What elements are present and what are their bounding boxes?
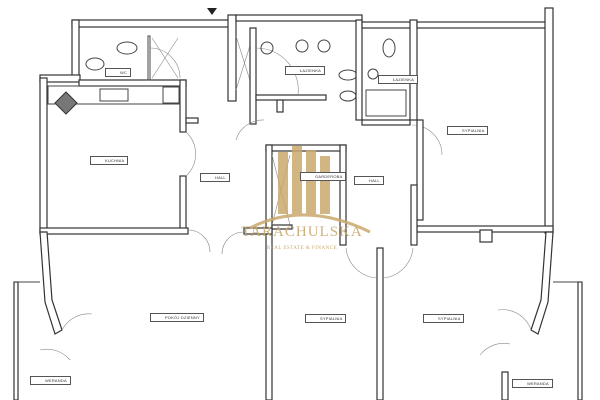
kitchen-counter: [47, 85, 181, 105]
washbasin-icon: [295, 39, 309, 53]
wall: [235, 14, 363, 22]
room-label-veranda-right: WERANDA: [512, 379, 553, 388]
wall: [416, 21, 548, 29]
room-label-bedroom-middle: SYPIALNIA: [305, 314, 347, 323]
watermark-logo-icon: [249, 146, 371, 234]
wall: [78, 79, 187, 87]
room-label-veranda-left: WERANDA: [30, 376, 71, 385]
watermark-tagline: REAL ESTATE & FINANCE: [266, 246, 338, 251]
washbasin-icon: [260, 41, 274, 55]
wall: [185, 117, 199, 124]
wall: [409, 19, 418, 121]
wall: [71, 19, 80, 79]
wall: [71, 19, 233, 28]
bathtub-icon: [365, 89, 407, 117]
sink-icon: [116, 41, 138, 55]
wall: [179, 175, 187, 234]
wall: [39, 227, 189, 235]
watermark-name: TARACHULSKA: [241, 224, 363, 240]
room-label-wc: WC: [105, 68, 132, 77]
wall: [249, 27, 257, 125]
wall: [265, 144, 273, 400]
bay-wall: [39, 231, 63, 335]
wall: [179, 79, 187, 133]
wall: [255, 94, 327, 101]
wall: [416, 119, 424, 221]
room-label-kitchen: KUCHNIA: [90, 156, 129, 165]
toilet-icon: [85, 57, 105, 71]
wall: [227, 14, 237, 102]
wall: [39, 77, 48, 234]
room-label-wardrobe: GARDEROBA: [300, 172, 347, 181]
toilet-icon: [339, 90, 357, 102]
room-label-hall-right: HALL: [354, 176, 384, 185]
room-label-bathroom-small: ŁAZIENKA: [378, 75, 418, 84]
room-label-living-room: POKÓJ DZIENNY: [150, 313, 204, 322]
room-label-hall-left: HALL: [200, 173, 230, 182]
toilet-icon: [382, 38, 396, 58]
entrance-arrow-icon: [207, 8, 217, 15]
wall: [361, 21, 418, 29]
wall: [544, 7, 554, 234]
washbasin-icon: [317, 39, 331, 53]
room-label-bedroom-top-right: SYPIALNIA: [447, 126, 489, 135]
wall: [376, 247, 384, 400]
kitchen-sink-icon: [99, 88, 129, 102]
wall: [355, 19, 363, 121]
room-label-bathroom-main: ŁAZIENKA: [285, 66, 325, 75]
room-label-bedroom-right: SYPIALNIA: [423, 314, 465, 323]
bidet-icon: [338, 69, 358, 81]
stove-icon: [54, 91, 78, 115]
wc-partition: [147, 35, 151, 81]
